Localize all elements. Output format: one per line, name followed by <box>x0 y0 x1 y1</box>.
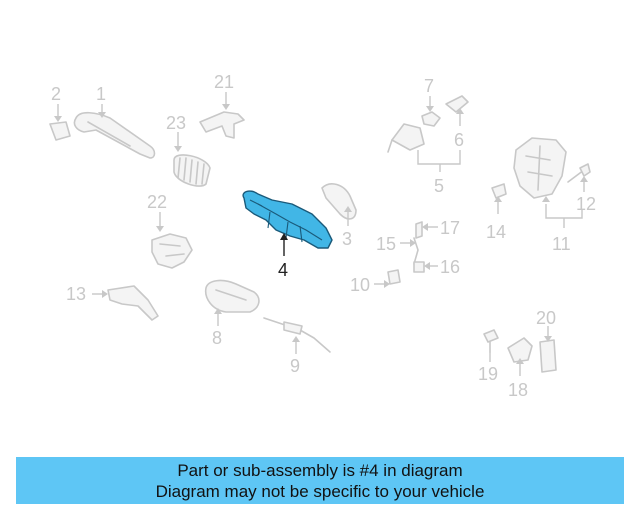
part-20 <box>539 326 557 373</box>
part-2 <box>49 104 71 141</box>
callout-6: 6 <box>454 130 464 150</box>
callout-8: 8 <box>212 328 222 348</box>
part-22 <box>151 212 193 269</box>
part-6 <box>445 95 469 126</box>
banner-line-disclaimer: Diagram may not be specific to your vehi… <box>155 481 485 501</box>
callout-12: 12 <box>576 194 596 214</box>
parts-diagram: 2 1 21 23 22 4 3 13 8 9 7 6 5 17 15 16 1… <box>49 72 596 400</box>
part-14 <box>491 183 507 214</box>
callout-2: 2 <box>51 84 61 104</box>
part-18 <box>507 337 533 376</box>
part-15 <box>400 237 419 265</box>
callout-18: 18 <box>508 380 528 400</box>
part-7 <box>421 96 441 127</box>
banner-line-part-number: Part or sub-assembly is #4 in diagram <box>177 460 463 480</box>
callout-5: 5 <box>434 176 444 196</box>
part-13 <box>92 285 159 321</box>
callout-1: 1 <box>96 84 106 104</box>
callout-16: 16 <box>440 257 460 277</box>
part-3 <box>321 183 357 226</box>
callout-19: 19 <box>478 364 498 384</box>
callout-13: 13 <box>66 284 86 304</box>
part-10 <box>374 269 401 288</box>
part-1 <box>73 104 156 159</box>
callout-11: 11 <box>552 234 571 254</box>
part-21 <box>199 92 245 139</box>
callout-3: 3 <box>342 229 352 249</box>
part-5-lock-cylinder <box>387 123 461 172</box>
callout-23: 23 <box>166 113 186 133</box>
part-19 <box>483 329 499 362</box>
part-16 <box>413 261 438 273</box>
callout-14: 14 <box>486 222 506 242</box>
callout-10: 10 <box>350 275 370 295</box>
part-8 <box>204 279 260 326</box>
callout-15: 15 <box>376 234 396 254</box>
part-12 <box>567 163 591 192</box>
callout-20: 20 <box>536 308 556 328</box>
callout-17: 17 <box>440 218 460 238</box>
part-11-latch <box>513 137 583 228</box>
info-banner: Part or sub-assembly is #4 in diagram Di… <box>16 457 624 504</box>
callout-7: 7 <box>424 76 434 96</box>
part-4-highlighted <box>242 190 333 256</box>
part-9 <box>263 317 331 354</box>
callout-9: 9 <box>290 356 300 376</box>
part-17 <box>415 221 438 239</box>
callout-4-highlighted: 4 <box>278 260 288 280</box>
callout-22: 22 <box>147 192 167 212</box>
part-23 <box>173 132 211 187</box>
callout-21: 21 <box>214 72 234 92</box>
